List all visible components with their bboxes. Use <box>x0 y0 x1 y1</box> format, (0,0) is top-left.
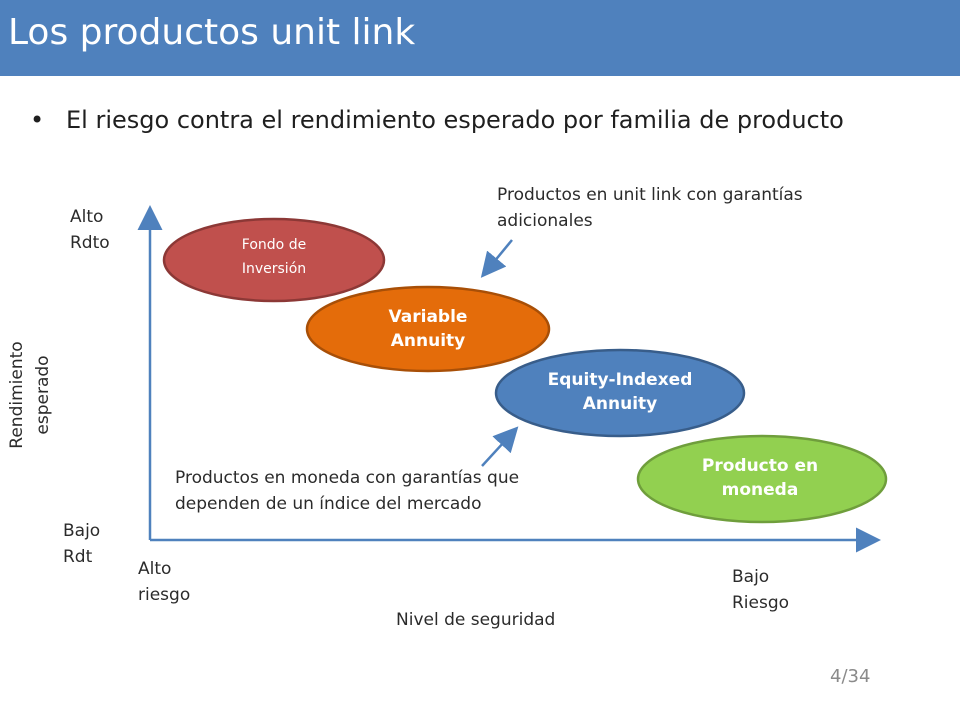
y-axis-title: Rendimiento esperado <box>7 341 53 449</box>
y-axis-top-label: Alto Rdto <box>70 207 110 253</box>
x-axis-left-label: Alto riesgo <box>138 559 191 605</box>
x-axis-title: Nivel de seguridad <box>396 610 556 630</box>
bullet-text: El riesgo contra el rendimiento esperado… <box>66 106 844 134</box>
annotation-top: Productos en unit link con garantías adi… <box>497 185 803 231</box>
y-axis-bottom-label: Bajo Rdt <box>63 521 101 567</box>
product-moneda: Producto en moneda <box>701 456 819 500</box>
top-annotation-arrow <box>480 239 513 278</box>
x-axis-right-label: Bajo Riesgo <box>732 567 790 613</box>
product-equity-indexed-annuity: Equity-Indexed Annuity <box>547 370 693 414</box>
ellipse-fondo-inversion <box>162 217 386 303</box>
bottom-annotation-arrow <box>481 426 519 467</box>
page-number: 4/34 <box>830 666 871 687</box>
slide-title: Los productos unit link <box>8 12 416 53</box>
header-bar: Los productos unit link <box>0 0 960 76</box>
ellipse-producto-moneda <box>636 434 888 524</box>
product-variable-annuity: Variable Annuity <box>388 307 468 351</box>
bullet-item: • El riesgo contra el rendimiento esperad… <box>30 106 844 134</box>
ellipse-variable-annuity <box>305 285 551 373</box>
product-fondo-inversion: Fondo de Inversión <box>241 237 307 277</box>
ellipse-equity-indexed-annuity <box>494 348 746 438</box>
bullet-dot-icon: • <box>30 106 45 134</box>
annotation-bottom: Productos en moneda con garantías que de… <box>175 468 520 514</box>
